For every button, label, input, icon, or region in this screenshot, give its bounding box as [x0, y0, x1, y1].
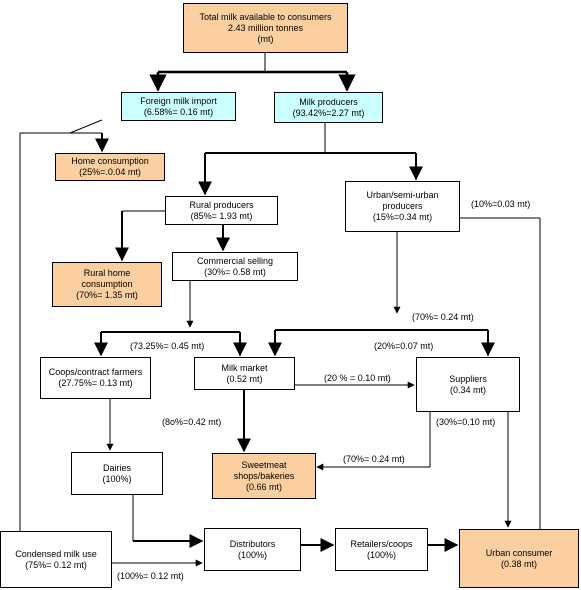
- rural-producers-node: Rural producers (85%= 1.93 mt): [165, 196, 278, 225]
- rural-home-consumption-node: Rural home consumption (70%= 1.35 mt): [52, 262, 162, 307]
- suppliers-line2: (0.34 mt): [449, 384, 486, 395]
- home-consumption-node: Home consumption (25%=.0.04 mt): [55, 153, 165, 181]
- rural-home-line1: Rural home: [83, 268, 131, 278]
- milk-producers-node: Milk producers (93.42%=2.27 mt): [274, 92, 383, 123]
- label-suppliers-to-sweetmeat: (70%= 0.24 mt): [343, 454, 405, 464]
- dairies-line1: Dairies: [102, 462, 131, 473]
- urban-producers-node: Urban/semi-urban producers (15%=0.34 mt): [345, 181, 460, 232]
- urban-producers-line2: producers: [382, 201, 423, 211]
- label-condensed-to-distributors: (100%= 0.12 mt): [117, 571, 184, 581]
- distributors-line2: (100%): [237, 549, 267, 560]
- commercial-selling-node: Commercial selling (30%= 0.58 mt): [172, 252, 298, 281]
- coops-line1: Coops/contract farmers: [48, 367, 143, 377]
- label-market-to-suppliers: (20 % = 0.10 mt): [324, 373, 391, 383]
- distributors-node: Distributors (100%): [204, 528, 301, 571]
- sweetmeat-line3: (0.66 mt): [245, 481, 282, 492]
- label-to-market-coops: (73.25%= 0.45 mt): [130, 341, 205, 351]
- coops-line2: (27.75%= 0.13 mt): [58, 378, 133, 388]
- urban-consumer-line2: (0.38 mt): [500, 558, 537, 569]
- suppliers-node: Suppliers (0.34 mt): [416, 357, 520, 412]
- suppliers-line1: Suppliers: [449, 373, 487, 384]
- home-consumption-line1: Home consumption: [71, 156, 149, 166]
- urban-consumer-node: Urban consumer (0.38 mt): [459, 529, 579, 588]
- foreign-import-line2: (6.58%= 0.16 mt): [143, 106, 214, 117]
- sweetmeat-line1: Sweetmeat: [241, 459, 287, 470]
- total-milk-line1: Total milk available to consumers: [199, 11, 332, 22]
- milk-producers-line1: Milk producers: [299, 96, 358, 107]
- total-milk-line3: (mt): [257, 33, 274, 44]
- dairies-line2: (100%): [102, 473, 132, 484]
- label-market-to-sweetmeat: (8o%=0.42 mt): [162, 417, 222, 427]
- sweetmeat-line2: shops/bakeries: [233, 470, 295, 481]
- milk-market-line1: Milk market: [221, 362, 268, 373]
- label-suppliers-to-consumer: (30%=0.10 mt): [436, 417, 496, 427]
- foreign-import-node: Foreign milk import (6.58%= 0.16 mt): [121, 92, 236, 121]
- condensed-line1: Condensed milk use: [15, 548, 97, 559]
- milk-market-node: Milk market (0.52 mt): [194, 357, 295, 390]
- rural-home-line3: (70%= 1.35 mt): [76, 290, 138, 300]
- dairies-node: Dairies (100%): [71, 452, 163, 495]
- commercial-selling-line2: (30%= 0.58 mt): [204, 266, 266, 277]
- total-milk-node: Total milk available to consumers 2.43 m…: [183, 3, 348, 53]
- urban-producers-line3: (15%=0.34 mt): [372, 212, 433, 222]
- retailers-node: Retailers/coops (100%): [335, 528, 428, 571]
- sweetmeat-node: Sweetmeat shops/bakeries (0.66 mt): [212, 453, 316, 499]
- commercial-selling-line1: Commercial selling: [196, 255, 274, 266]
- home-consumption-line2: (25%=.0.04 mt): [79, 167, 141, 177]
- retailers-line2: (100%): [366, 549, 396, 560]
- rural-producers-line1: Rural producers: [189, 199, 254, 210]
- label-urban-to-market: (20%=0.07 mt): [374, 341, 434, 351]
- coops-node: Coops/contract farmers (27.75%= 0.13 mt): [40, 357, 151, 399]
- urban-consumer-line1: Urban consumer: [485, 547, 553, 558]
- label-urban-split: (70%= 0.24 mt): [412, 312, 474, 322]
- total-milk-line2: 2.43 million tonnes: [227, 22, 304, 33]
- urban-producers-line1: Urban/semi-urban: [366, 190, 439, 200]
- distributors-line1: Distributors: [229, 538, 276, 549]
- condensed-line2: (75%= 0.12 mt): [25, 559, 87, 570]
- retailers-line1: Retailers/coops: [350, 538, 413, 549]
- rural-home-line2: consumption: [81, 279, 133, 289]
- foreign-import-line1: Foreign milk import: [140, 95, 217, 106]
- milk-producers-line2: (93.42%=2.27 mt): [292, 107, 365, 118]
- milk-market-line2: (0.52 mt): [226, 373, 263, 384]
- rural-producers-line2: (85%= 1.93 mt): [190, 210, 253, 221]
- label-urban-to-consumer: (10%=0.03 mt): [471, 199, 531, 209]
- condensed-milk-node: Condensed milk use (75%= 0.12 mt): [0, 531, 112, 588]
